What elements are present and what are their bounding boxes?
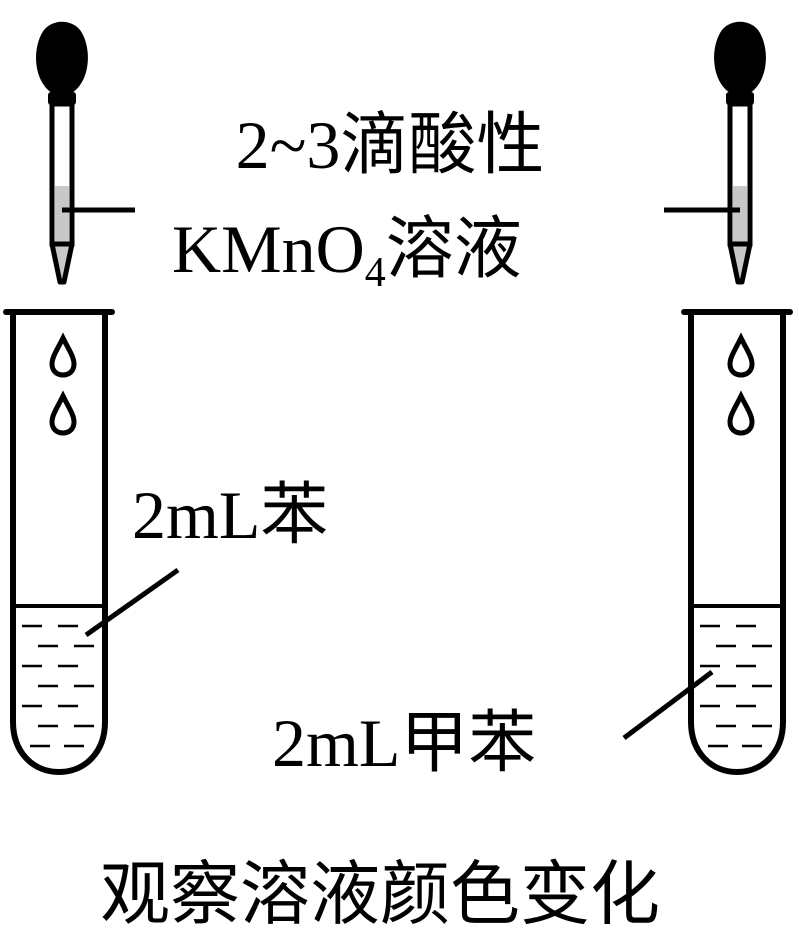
right-tube-outline <box>688 312 786 775</box>
right-dropper-bulb <box>714 21 766 97</box>
left-drop-upper <box>49 332 77 378</box>
right-tube-liquid <box>691 604 783 748</box>
reagent-label-line2: KMnO4溶液 <box>172 211 522 296</box>
left-drop-lower <box>49 390 77 436</box>
left-tube-outline <box>10 312 108 775</box>
left-dropper-liquid <box>55 186 69 242</box>
right-dropper-tip <box>727 241 753 285</box>
reagent-label-line1: 2~3滴酸性 <box>236 107 545 183</box>
left-tube-liquid <box>13 604 105 748</box>
caption: 观察溶液颜色变化 <box>100 857 660 934</box>
right-test-tube <box>622 309 793 775</box>
right-dropper-liquid <box>733 186 747 242</box>
left-tube-label: 2mL苯 <box>132 477 328 553</box>
left-test-tube <box>3 309 180 775</box>
right-drop-lower <box>727 390 755 436</box>
right-drop-upper <box>727 332 755 378</box>
left-dropper-tip <box>49 241 75 285</box>
right-tube-leader <box>622 670 714 740</box>
reagent-formula-suffix: 溶液 <box>386 211 522 287</box>
left-dropper-bulb <box>36 21 88 97</box>
left-dropper <box>36 21 135 285</box>
right-tube-label: 2mL甲苯 <box>272 705 536 781</box>
left-tube-leader <box>84 567 180 638</box>
reagent-formula-subscript: 4 <box>365 250 386 296</box>
reagent-formula-prefix: KMnO <box>172 211 365 287</box>
right-dropper <box>664 21 766 285</box>
